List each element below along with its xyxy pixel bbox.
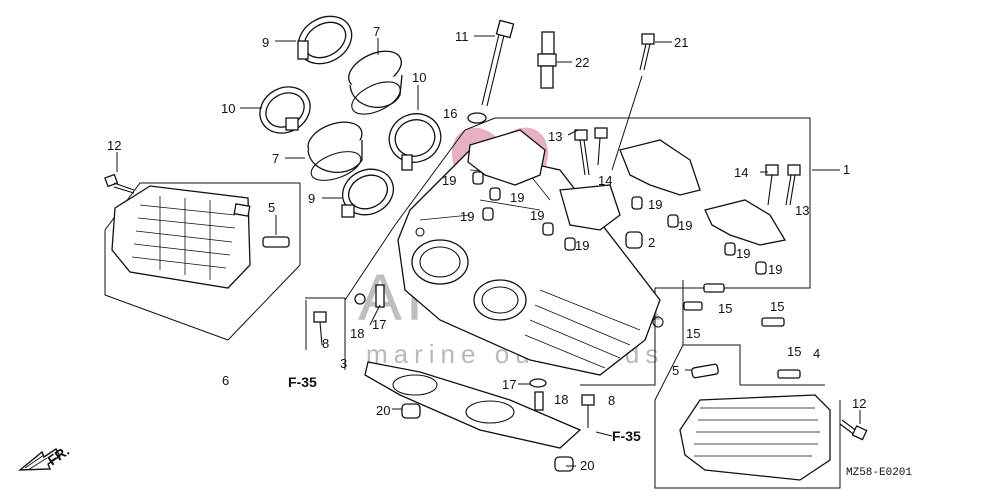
callout-12-left: 12 <box>107 138 121 153</box>
callout-11: 11 <box>455 29 469 44</box>
callout-labels: 9 7 10 10 16 7 9 11 22 21 12 5 13 14 19 … <box>107 24 866 473</box>
rocker-cover-left <box>104 152 301 341</box>
callout-7-lower: 7 <box>272 151 279 166</box>
callout-15-c: 15 <box>770 299 784 314</box>
callout-19-b: 19 <box>510 190 524 205</box>
callout-19-f: 19 <box>648 197 662 212</box>
callout-4: 4 <box>813 346 820 361</box>
diagram-code: MZ58-E0201 <box>846 467 912 479</box>
callout-6: 6 <box>222 373 229 388</box>
callout-12-right: 12 <box>852 396 866 411</box>
callout-19-d: 19 <box>530 208 544 223</box>
callout-15-b: 15 <box>686 326 700 341</box>
callout-19-c: 19 <box>460 209 474 224</box>
callout-10-left: 10 <box>221 101 235 116</box>
studs-and-plug <box>467 19 672 171</box>
callout-19-a: 19 <box>442 173 456 188</box>
callout-3: 3 <box>340 356 347 371</box>
callout-13-left: 13 <box>548 129 562 144</box>
leader-lines <box>369 129 840 467</box>
callout-19-g: 19 <box>678 218 692 233</box>
bolt-12-left <box>104 173 135 194</box>
callout-19-h: 19 <box>736 246 750 261</box>
callout-15-d: 15 <box>787 344 801 359</box>
callout-18-lower: 18 <box>554 392 568 407</box>
callout-8: 8 <box>322 336 329 351</box>
rocker-arms <box>467 127 801 275</box>
callout-14-left: 14 <box>598 173 612 188</box>
callout-15-a: 15 <box>718 301 732 316</box>
callout-5-right: 5 <box>672 363 679 378</box>
reference-f35-left: F-35 <box>288 374 317 390</box>
callout-17-top: 17 <box>372 317 386 332</box>
reference-f35-right: F-35 <box>612 428 641 444</box>
cylinder-head <box>344 117 811 386</box>
callout-2: 2 <box>648 235 655 250</box>
rocker-cover-right <box>654 280 868 489</box>
callout-8-lower: 8 <box>608 393 615 408</box>
callout-21: 21 <box>674 35 688 50</box>
callout-19-e: 19 <box>575 238 589 253</box>
callout-10-right: 10 <box>412 70 426 85</box>
intake-joints <box>240 15 442 218</box>
callout-20-top: 20 <box>376 403 390 418</box>
callout-17-lower: 17 <box>502 377 516 392</box>
callout-19-i: 19 <box>768 262 782 277</box>
callout-16: 16 <box>443 106 457 121</box>
callout-22: 22 <box>575 55 589 70</box>
callout-7-top: 7 <box>373 24 380 39</box>
seal-5-left <box>262 236 290 248</box>
callout-9-lower: 9 <box>308 191 315 206</box>
callout-1: 1 <box>843 162 850 177</box>
callout-9-top: 9 <box>262 35 269 50</box>
front-arrow-icon <box>17 448 61 471</box>
callout-5-left: 5 <box>268 200 275 215</box>
head-gasket <box>305 284 595 472</box>
callout-13-right: 13 <box>795 203 809 218</box>
callout-20-lower: 20 <box>580 458 594 473</box>
callout-14-right: 14 <box>734 165 748 180</box>
callout-18-top: 18 <box>350 326 364 341</box>
